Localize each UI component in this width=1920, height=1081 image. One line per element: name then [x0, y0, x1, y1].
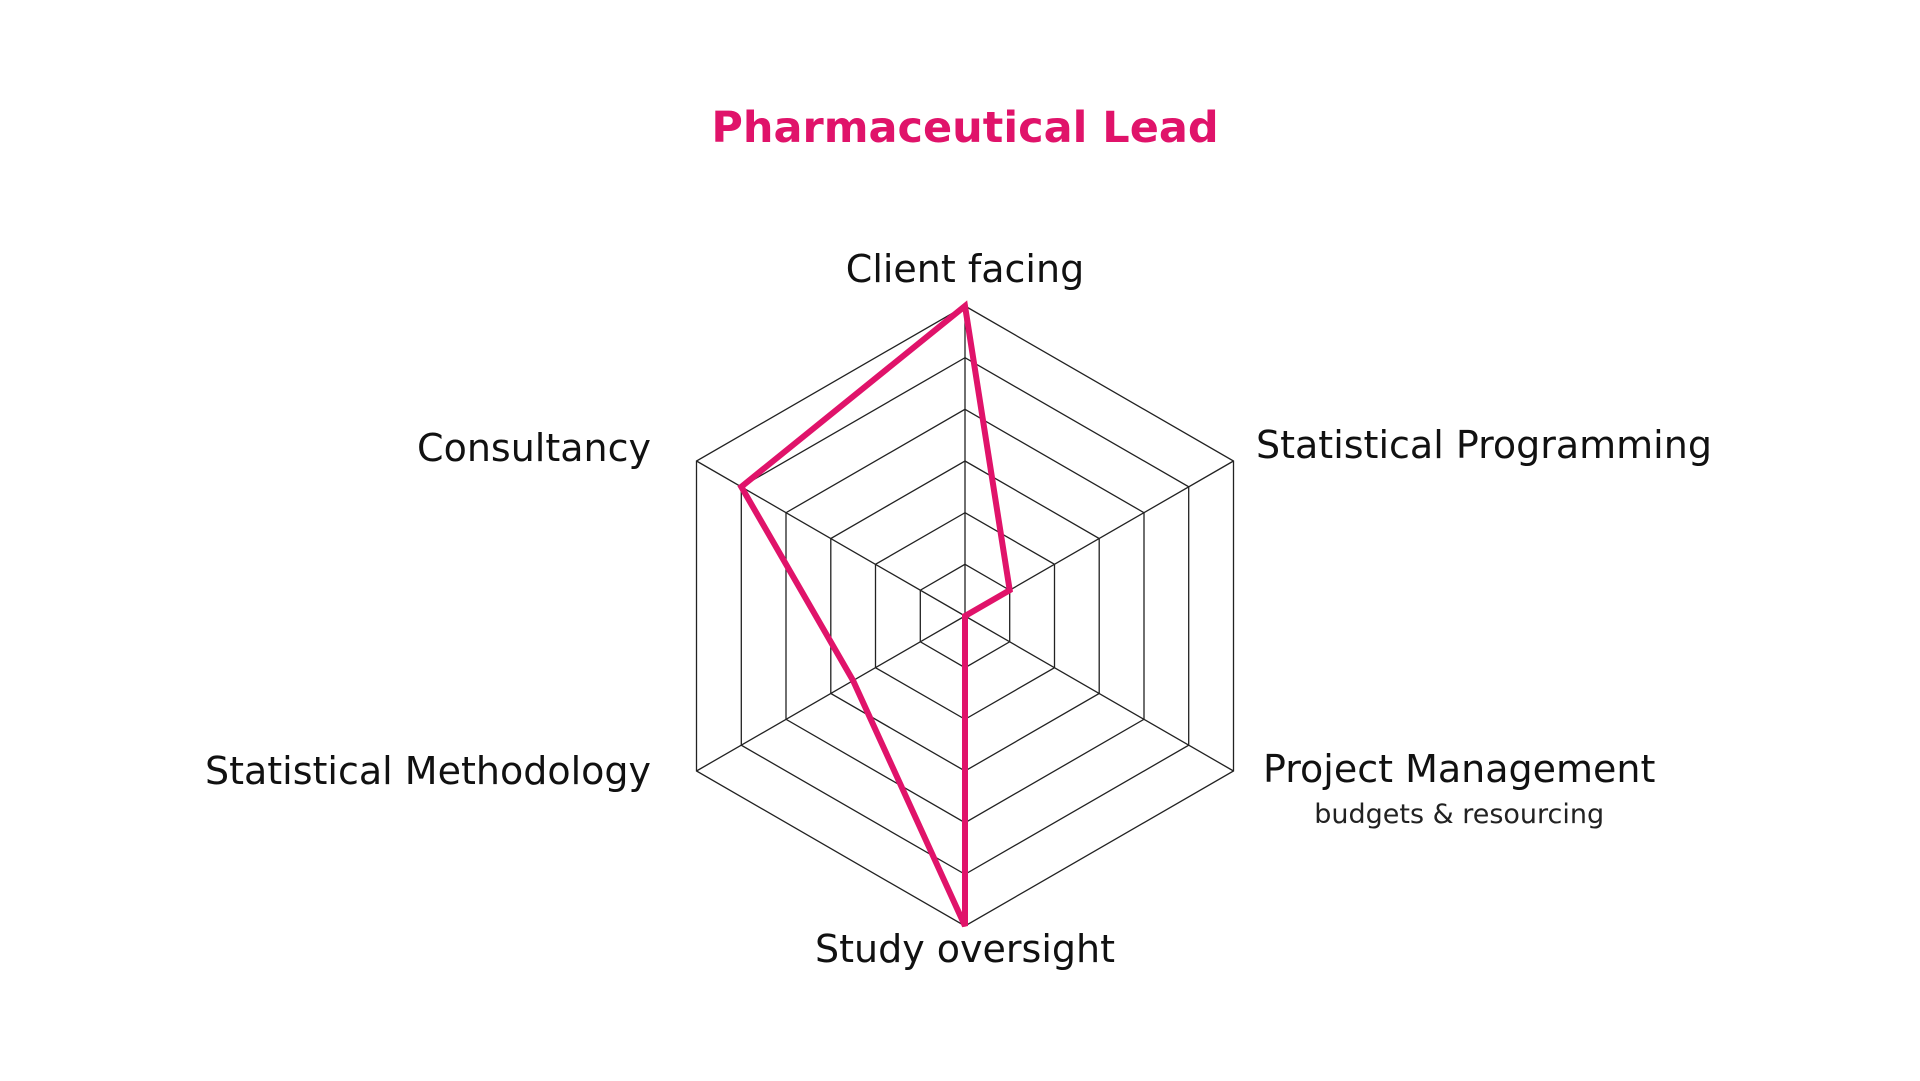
series-line-0 — [737, 300, 1013, 928]
grid-spoke-4 — [696, 615, 966, 772]
grid-spoke-2 — [964, 615, 1234, 772]
axis-label-1: Statistical Programming — [1256, 423, 1712, 467]
axis-label-4: Statistical Methodology — [205, 749, 651, 793]
axis-label-2: Project Management — [1263, 747, 1655, 791]
chart-title: Pharmaceutical Lead — [711, 103, 1218, 153]
axis-sublabel-2: budgets & resourcing — [1314, 799, 1604, 830]
axis-label-5: Consultancy — [417, 426, 651, 470]
axis-label-3: Study oversight — [815, 927, 1115, 971]
axis-label-0: Client facing — [846, 247, 1084, 291]
series-layer — [737, 300, 1013, 928]
